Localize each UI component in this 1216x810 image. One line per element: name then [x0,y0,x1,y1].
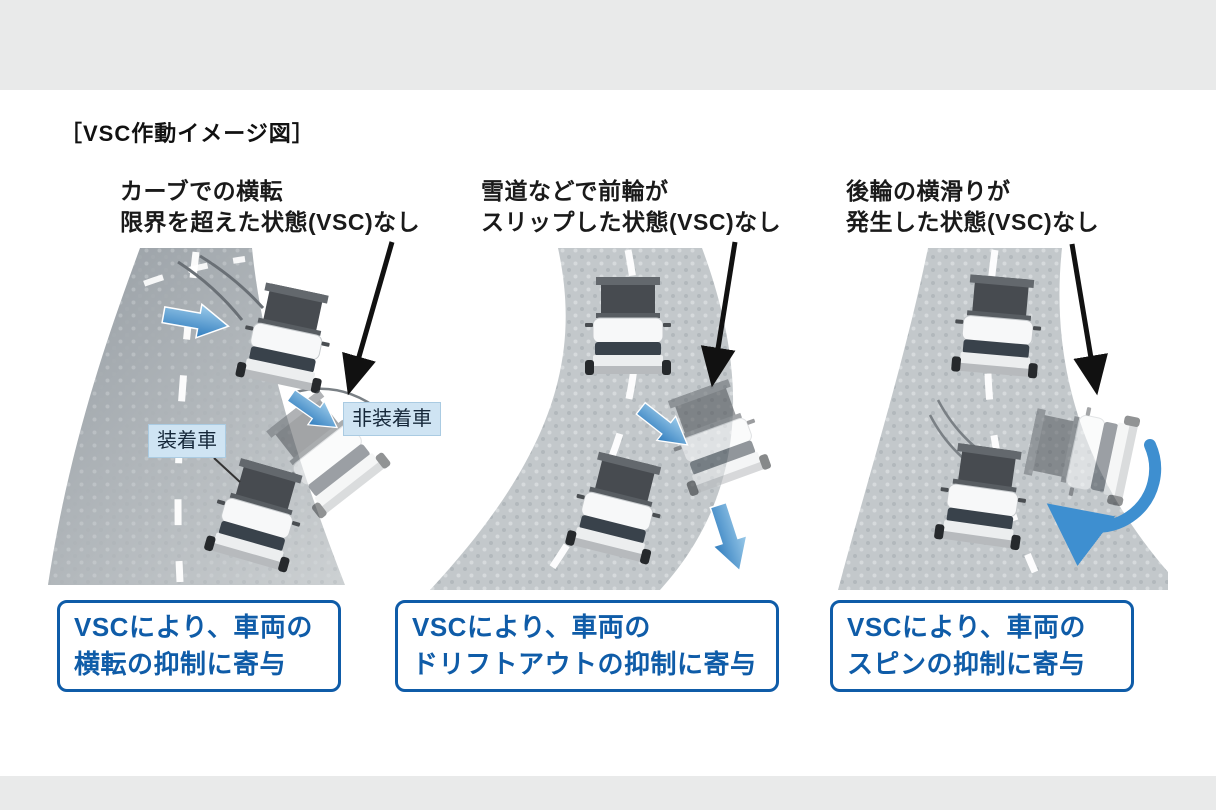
caption-line: 雪道などで前輪が [481,178,669,204]
result-line: スピンの抑制に寄与 [847,649,1086,679]
skid-mark [177,260,244,321]
panel-spin-graphic [838,243,1168,590]
caption-driftout: 雪道などで前輪が スリップした状態(VSC)なし [481,176,781,238]
label-leader-line [213,457,241,483]
pointer-arrow-icon [700,241,738,388]
result-line: VSCにより、車両の [412,612,651,642]
pointer-arrow-icon [1069,243,1108,396]
caption-line: 発生した状態(VSC)なし [846,209,1100,235]
result-line: VSCにより、車両の [74,612,313,642]
result-line: ドリフトアウトの抑制に寄与 [412,649,757,679]
panel-driftout-graphic [430,241,773,590]
caption-line: スリップした状態(VSC)なし [481,209,782,235]
page-title: ［VSC作動イメージ図］ [60,121,315,146]
spin-arrow-icon [1046,439,1162,566]
skid-mark [199,254,265,310]
equipped-vehicle-label: 装着車 [148,424,226,458]
caption-line: 後輪の横滑りが [846,178,1011,204]
caption-line: 限界を超えた状態(VSC)なし [120,209,421,235]
lane-dashes [100,256,246,305]
result-line: 横転の抑制に寄与 [74,649,287,679]
caption-spin: 後輪の横滑りが 発生した状態(VSC)なし [846,176,1099,238]
not-equipped-vehicle-label: 非装着車 [343,402,441,436]
letterbox-bottom [0,776,1216,810]
result-box-spin: VSCにより、車両の スピンの抑制に寄与 [830,600,1134,692]
pointer-arrow-icon [342,241,395,396]
caption-line: カーブでの横転 [120,178,284,204]
panel-rollover-graphic [48,241,395,585]
result-box-driftout: VSCにより、車両の ドリフトアウトの抑制に寄与 [395,600,779,692]
letterbox-top [0,0,1216,90]
caption-rollover: カーブでの横転 限界を超えた状態(VSC)なし [120,176,420,238]
result-line: VSCにより、車両の [847,612,1086,642]
result-box-rollover: VSCにより、車両の 横転の抑制に寄与 [57,600,341,692]
